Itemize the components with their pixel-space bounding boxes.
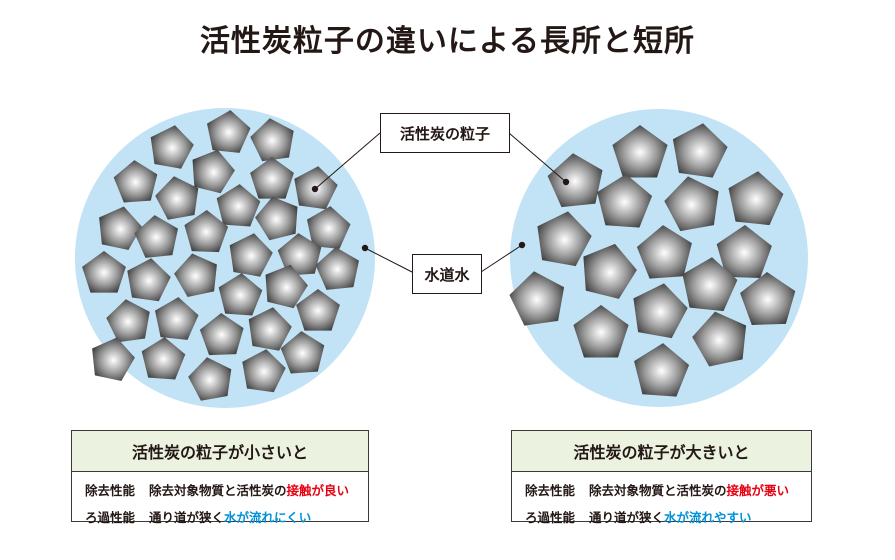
large-particle-15 — [692, 311, 747, 367]
small-removal-text: 除去対象物質と活性炭の — [149, 483, 287, 498]
small-particle-2 — [150, 125, 194, 169]
small-particle-27 — [141, 337, 186, 380]
large-removal-text: 除去対象物質と活性炭の — [589, 483, 727, 498]
small-particle-17 — [127, 258, 171, 302]
large-removal-row: 除去性能 除去対象物質と活性炭の接触が悪い — [525, 480, 811, 499]
small-particle-31 — [92, 337, 135, 381]
small-particle-5 — [250, 157, 294, 199]
small-particle-14 — [229, 233, 273, 277]
callout-lines — [314, 132, 567, 273]
small-filtration-text: 通り道が狭く — [149, 510, 225, 525]
small-particle-25 — [248, 307, 292, 351]
large-particle-1 — [672, 123, 728, 178]
small-particle-11 — [99, 206, 142, 250]
small-particle-8 — [216, 184, 261, 227]
small-particle-18 — [174, 253, 217, 297]
large-particle-3 — [597, 174, 653, 228]
small-particle-10 — [307, 206, 351, 249]
small-particle-1 — [250, 118, 294, 162]
small-filtration-row: ろ過性能 通り道が狭く水が流れにくい — [85, 507, 368, 526]
small-particle-23 — [155, 297, 199, 340]
large-filtration-row: ろ過性能 通り道が狭く水が流れやすい — [525, 507, 811, 526]
large-removal-key: 除去性能 — [525, 483, 576, 498]
large-particle-9 — [583, 243, 637, 299]
small-particle-13 — [184, 210, 229, 253]
small-particle-15 — [277, 233, 322, 276]
large-particle-heading: 活性炭の粒子が大きいと — [512, 431, 811, 472]
small-particle-16 — [82, 251, 126, 293]
large-particle-2 — [547, 153, 603, 208]
large-filtration-highlight: 水が流れやすい — [664, 510, 752, 525]
large-filtration-key: ろ過性能 — [525, 510, 576, 525]
large-particles-group — [509, 123, 796, 397]
water-label: 水道水 — [412, 254, 482, 294]
small-particle-29 — [242, 349, 286, 393]
large-particle-14 — [573, 305, 629, 358]
small-particles-group — [82, 110, 359, 401]
small-removal-key: 除去性能 — [85, 483, 136, 498]
small-particle-info-box: 活性炭の粒子が小さいと 除去性能 除去対象物質と活性炭の接触が良い ろ過性能 通… — [71, 430, 369, 525]
small-particle-21 — [315, 247, 359, 290]
small-particle-12 — [134, 215, 178, 258]
small-removal-highlight: 接触が良い — [286, 483, 350, 498]
small-particle-0 — [207, 110, 251, 153]
large-particle-5 — [728, 171, 784, 226]
small-particle-4 — [192, 149, 235, 194]
small-filtration-highlight: 水が流れにくい — [224, 510, 312, 525]
small-particle-28 — [188, 357, 232, 401]
small-particle-20 — [265, 264, 308, 309]
small-particle-24 — [199, 313, 244, 356]
large-particle-8 — [716, 225, 772, 278]
large-particle-4 — [664, 176, 719, 232]
large-particle-info-box: 活性炭の粒子が大きいと 除去性能 除去対象物質と活性炭の接触が悪い ろ過性能 通… — [511, 430, 812, 525]
large-particle-16 — [634, 343, 690, 397]
small-removal-row: 除去性能 除去対象物質と活性炭の接触が良い — [85, 480, 368, 499]
small-particle-19 — [218, 273, 263, 316]
large-particle-13 — [633, 283, 688, 339]
large-particle-7 — [636, 225, 692, 279]
large-removal-highlight: 接触が悪い — [726, 483, 790, 498]
small-particle-22 — [106, 299, 150, 343]
large-particle-6 — [537, 211, 592, 267]
large-filtration-text: 通り道が狭く — [589, 510, 665, 525]
particle-label: 活性炭の粒子 — [380, 113, 510, 153]
large-particle-0 — [612, 125, 668, 178]
small-particle-9 — [255, 196, 298, 241]
small-particle-heading: 活性炭の粒子が小さいと — [72, 431, 368, 472]
callout-dots — [311, 178, 570, 252]
small-particle-30 — [280, 331, 325, 374]
large-particle-12 — [740, 272, 796, 325]
small-particle-26 — [296, 289, 340, 331]
page-title: 活性炭粒子の違いによる長所と短所 — [199, 24, 696, 59]
small-particle-3 — [113, 160, 158, 203]
small-particle-7 — [155, 176, 199, 220]
small-filtration-key: ろ過性能 — [85, 510, 136, 525]
large-particle-11 — [682, 257, 738, 312]
large-particle-10 — [509, 271, 565, 326]
